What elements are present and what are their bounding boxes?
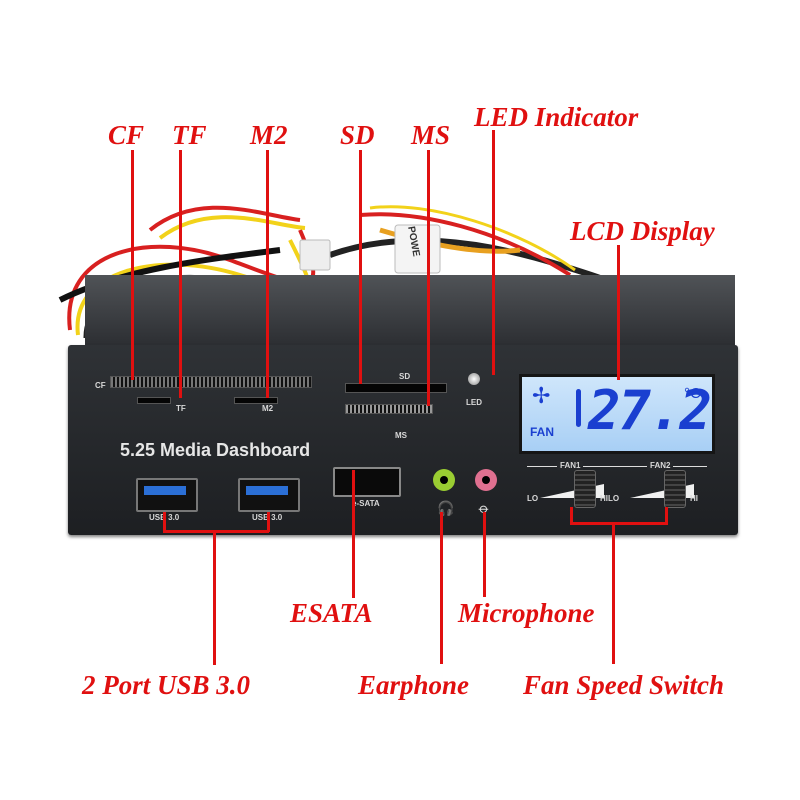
usb-leader-down: [213, 530, 216, 665]
tf-card-slot[interactable]: [137, 397, 171, 404]
callout-esata: ESATA: [290, 598, 373, 628]
esata-leader: [352, 470, 355, 598]
callout-m2: M2: [250, 120, 288, 150]
fan-leader-h: [570, 522, 668, 525]
esata-label: e-SATA: [352, 499, 380, 508]
earphone-leader: [440, 512, 443, 664]
callout-tf: TF: [172, 120, 207, 150]
led-label: LED: [466, 398, 482, 407]
m2-slot-label: M2: [262, 404, 274, 413]
led-leader: [492, 130, 495, 375]
callout-ms: MS: [411, 120, 451, 150]
callout-cf: CF: [108, 120, 145, 150]
tf-slot-label: TF: [176, 404, 186, 413]
ms-leader: [427, 150, 430, 406]
panel-title: 5.25 Media Dashboard: [120, 440, 311, 460]
usb-leader-h: [163, 530, 269, 533]
esata-port[interactable]: [333, 467, 401, 497]
ms-slot-label: MS: [395, 431, 407, 440]
callout-fan-speed-switch: Fan Speed Switch: [523, 670, 725, 700]
sd-slot-label: SD: [399, 372, 411, 381]
fan2-label: FAN2: [647, 461, 674, 470]
m2-leader: [266, 150, 269, 398]
cf-card-slot[interactable]: [110, 376, 312, 388]
lcd-fan-text: FAN: [530, 425, 554, 439]
temperature-readout: 27.2: [588, 379, 712, 442]
callout-lcd-display: LCD Display: [570, 216, 715, 246]
usb-port-1[interactable]: [136, 478, 198, 512]
ms-card-slot[interactable]: [345, 404, 433, 414]
callout-usb: 2 Port USB 3.0: [82, 670, 251, 700]
led-indicator: [468, 373, 480, 385]
temperature-unit: °C: [684, 385, 701, 402]
microphone-jack[interactable]: [475, 469, 497, 491]
m2-card-slot[interactable]: [234, 397, 278, 404]
callout-earphone: Earphone: [358, 670, 470, 700]
fan1-speed-switch[interactable]: [574, 470, 596, 508]
fan-hilo-label: HILO: [600, 494, 620, 503]
fan-label-bar: [527, 466, 707, 467]
fan-leader-down: [612, 522, 615, 664]
fan2-hi-label: HI: [690, 494, 698, 503]
tf-leader: [179, 150, 182, 398]
drive-chassis: [85, 275, 735, 350]
cf-leader: [131, 150, 134, 380]
microphone-leader: [483, 512, 486, 597]
lcd-leader: [617, 245, 620, 380]
thermometer-icon: [576, 389, 581, 427]
fan1-lo-label: LO: [527, 494, 539, 503]
usb-port-2[interactable]: [238, 478, 300, 512]
callout-led-indicator: LED Indicator: [474, 102, 639, 132]
fan1-label: FAN1: [557, 461, 584, 470]
cf-slot-label: CF: [95, 381, 106, 390]
fan-leader-v1: [570, 507, 573, 524]
callout-microphone: Microphone: [458, 598, 595, 628]
lcd-display: ✢ FAN 27.2 °C: [519, 374, 715, 454]
fan-leader-v2: [665, 507, 668, 524]
earphone-jack[interactable]: [433, 469, 455, 491]
sd-card-slot[interactable]: [345, 383, 447, 393]
sd-leader: [359, 150, 362, 384]
fan2-speed-switch[interactable]: [664, 470, 686, 508]
usb-leader-v1: [163, 512, 166, 532]
usb-leader-v2: [267, 512, 270, 532]
fan-spin-icon: ✢: [532, 383, 551, 408]
callout-sd: SD: [340, 120, 375, 150]
